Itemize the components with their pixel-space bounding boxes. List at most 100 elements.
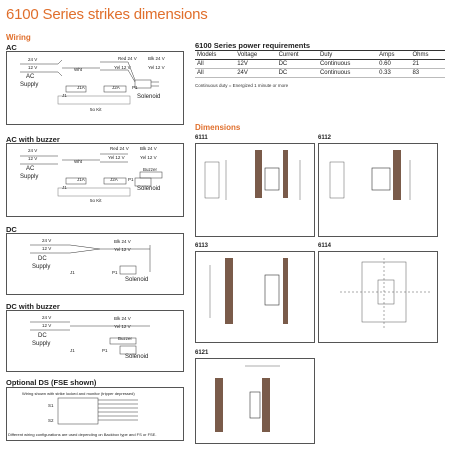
col-duty: Duty [317,50,378,60]
dc-wiring-diagram [6,233,184,295]
dimensions-heading: Dimensions [195,123,241,132]
dc-yel-label: Yel 12 V [114,247,131,252]
dc-12v-label: 12 V [42,246,52,251]
strike-6111 [204,150,301,200]
ac-j2a-label: J2A [112,85,120,90]
cell: 0.60 [377,59,411,69]
ac-yel-label: Yel 12 V [114,65,131,70]
dcb-24v-label: 24 V [42,315,52,320]
acb-kit-label: 5o Kit [90,198,102,203]
dc-j1-label: J1 [70,270,75,275]
dcb-blk-label: Blk 24 V [114,316,131,321]
ac-supply-line2: Supply [20,82,39,88]
cell: Continuous [317,68,378,78]
dcb-yel-label: Yel 12 V [114,324,131,329]
wiring-lines [20,59,163,425]
dcb-supply-line2: Supply [32,341,51,347]
ac-j1a-label: J1A [77,85,85,90]
strike-6114 [340,258,430,330]
cell: 83 [410,68,445,78]
dcb-12v-label: 12 V [42,323,52,328]
acb-yel2-label: Yel 12 V [140,155,157,160]
ds-caption: Wiring shown with strike locked and moni… [22,391,135,396]
dc-supply-line2: Supply [32,264,51,270]
model-6112-label: 6112 [318,135,332,141]
ds-s2-label: S2 [48,418,54,423]
ac-yel2-label: Yel 12 V [148,65,165,70]
power-note: Continuous duty = Energized 1 minute or … [195,83,289,88]
ac-wht-label: Wht [74,67,83,72]
dcb-buzzer-label: Buzzer [118,336,133,341]
dc-p1-label: P1 [112,270,118,275]
cell: All [195,59,236,69]
optional-ds-heading: Optional DS (FSE shown) [6,378,97,387]
model-6113-label: 6113 [195,243,209,249]
page-title: 6100 Series strikes dimensions [6,6,208,23]
col-ohms: Ohms [410,50,445,60]
cell: DC [276,59,318,69]
power-table: Models Voltage Current Duty Amps Ohms Al… [195,50,445,78]
acb-yel-label: Yel 12 V [108,155,125,160]
dcb-supply-line1: DC [38,333,47,339]
dc-supply-line1: DC [38,256,47,262]
col-current: Current [276,50,318,60]
table-row: All 24V DC Continuous 0.33 83 [195,68,445,78]
model-6114-label: 6114 [318,243,332,249]
optional-ds-wiring-diagram [6,387,184,441]
ac-heading: AC [6,43,17,52]
col-voltage: Voltage [235,50,277,60]
table-row: All 12V DC Continuous 0.60 21 [195,59,445,69]
dc-24v-label: 24 V [42,238,52,243]
ac-red-label: Red 24 V [118,56,137,61]
acb-supply-line1: AC [26,166,35,172]
dc-blk-label: Blk 24 V [114,239,131,244]
cell: 0.33 [377,68,411,78]
cell: DC [276,68,318,78]
acb-j1a-label: J1A [77,177,85,182]
power-heading: 6100 Series power requirements [195,41,311,50]
acb-wht-label: Wht [74,159,83,164]
cell: Continuous [317,59,378,69]
ac-12v-label: 12 V [28,65,38,70]
ds-s1-label: S1 [48,403,54,408]
cell: 21 [410,59,445,69]
dc-heading: DC [6,225,17,234]
ac-j1-label: J1 [62,93,67,98]
acb-supply-line2: Supply [20,174,39,180]
dc-buzzer-heading: DC with buzzer [6,302,60,311]
acb-24v-label: 24 V [28,148,38,153]
ds-footer: Different wiring configurations are used… [8,432,157,437]
ac-buzzer-heading: AC with buzzer [6,135,60,144]
ac-buzzer-wiring-diagram [6,143,184,217]
acb-12v-label: 12 V [28,156,38,161]
model-6121-label: 6121 [195,350,209,356]
ac-supply-line1: AC [26,74,35,80]
ac-blk-label: Blk 24 V [148,56,165,61]
ac-24v-label: 24 V [28,57,38,62]
acb-blk-label: Blk 24 V [140,146,157,151]
dim-6113-drawing [195,251,315,343]
strike-6121 [215,365,280,432]
acb-j2a-label: J2A [110,177,118,182]
acb-solenoid-label: Solenoid [137,186,161,192]
power-table-header: Models Voltage Current Duty Amps Ohms [195,50,445,60]
model-6111-label: 6111 [195,135,208,141]
col-models: Models [195,50,236,60]
dcb-p1-label: P1 [102,348,108,353]
cell: 24V [235,68,277,78]
dcb-j1-label: J1 [70,348,75,353]
cell: All [195,68,236,78]
ac-kit-label: 5o Kit [90,107,102,112]
dc-solenoid-label: Solenoid [125,277,149,283]
acb-p1-label: P1 [128,177,134,182]
strike-6113 [209,258,288,324]
ac-solenoid-label: Solenoid [137,94,161,100]
wiring-heading: Wiring [6,33,31,42]
dcb-solenoid-label: Solenoid [125,354,149,360]
dc-buzzer-wiring-diagram [6,310,184,372]
col-amps: Amps [377,50,411,60]
acb-j1-label: J1 [62,185,67,190]
acb-red-label: Red 24 V [110,146,129,151]
ac-wiring-diagram [6,51,184,125]
